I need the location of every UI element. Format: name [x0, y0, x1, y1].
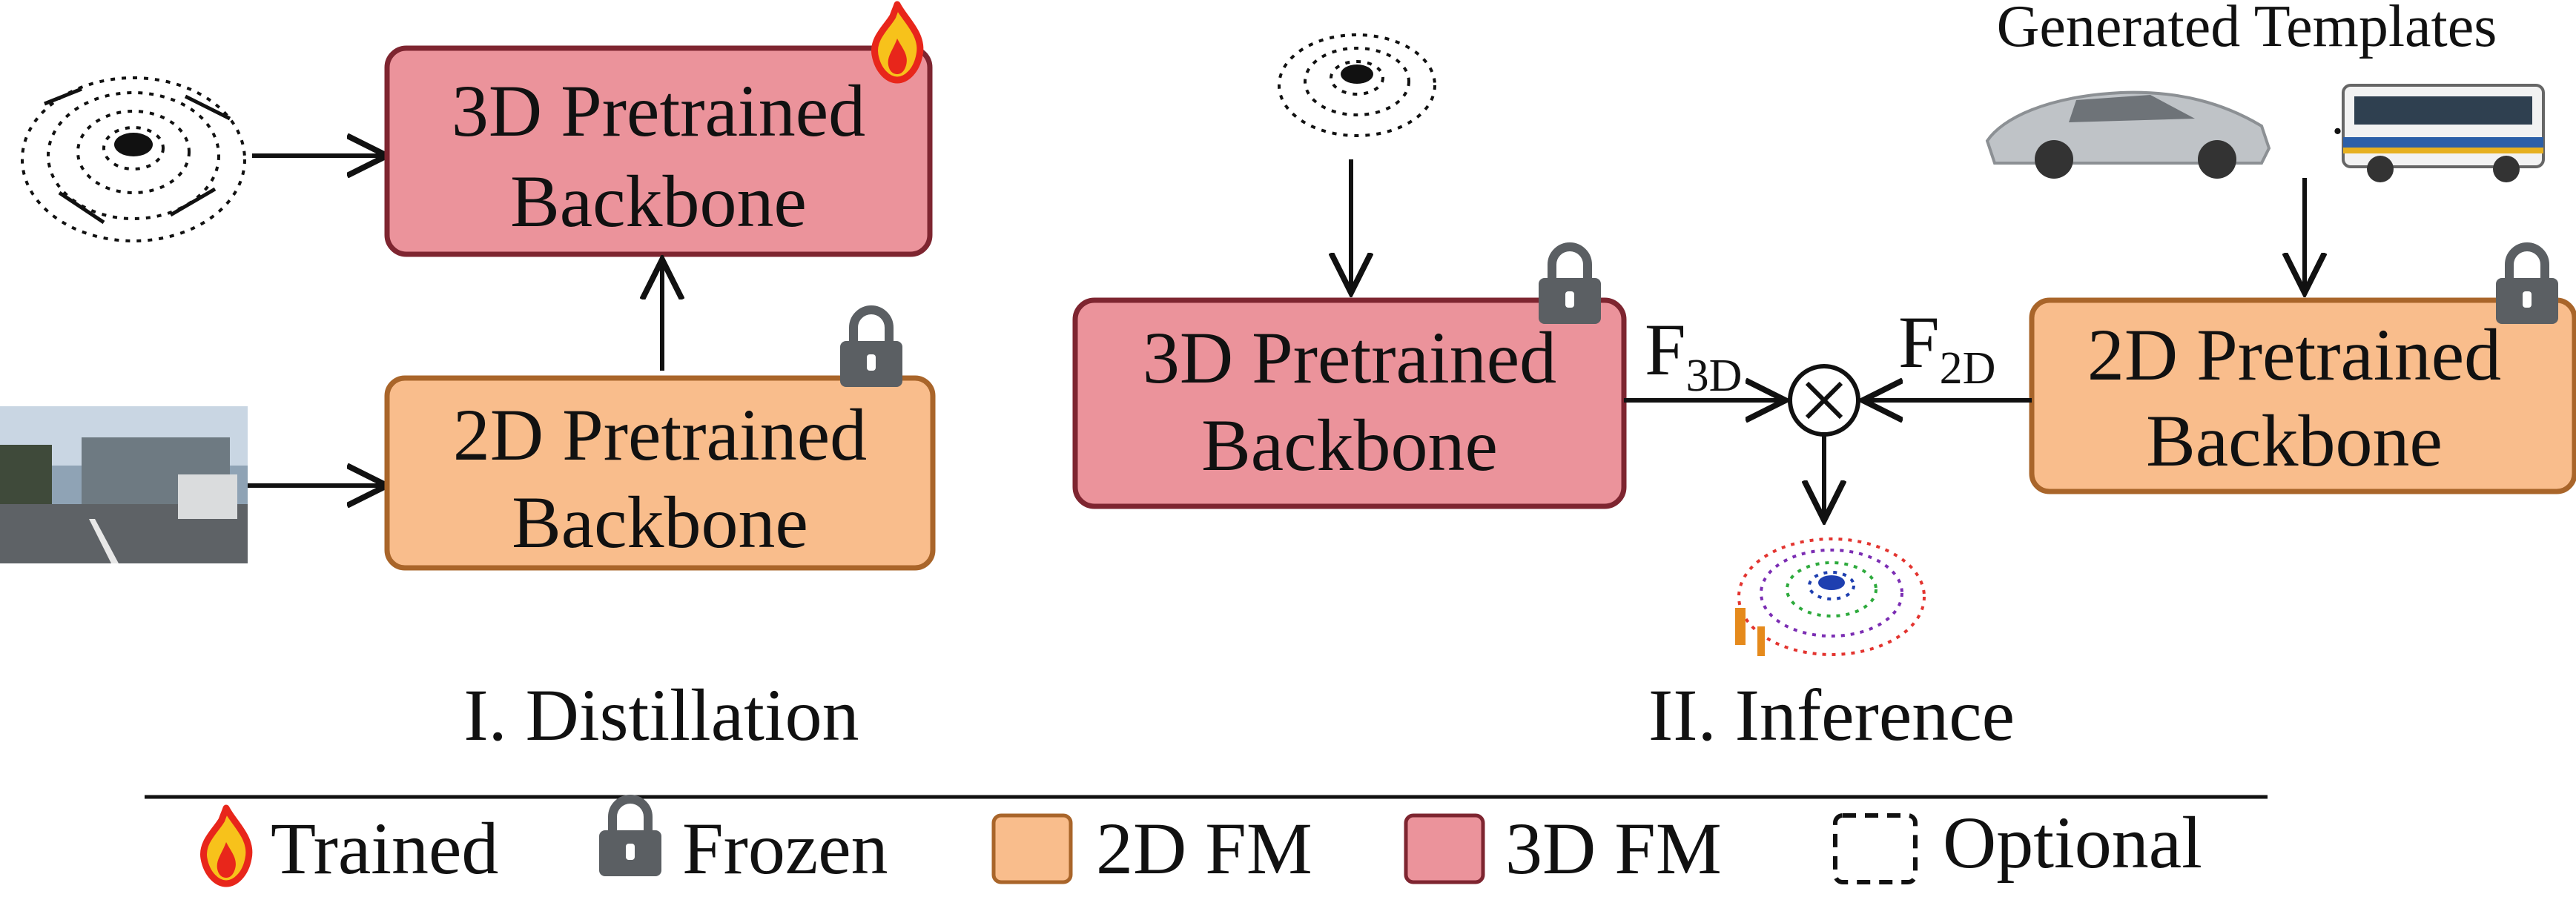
bus-template-image: [2342, 84, 2545, 182]
legend-3d-swatch: [1404, 813, 1485, 884]
distill-2d-backbone: 2D Pretrained Backbone: [384, 375, 936, 571]
distill-2d-label-line1: 2D Pretrained: [453, 394, 867, 476]
lock-icon: [2496, 247, 2558, 324]
legend-optional-swatch: [1833, 813, 1918, 884]
circled-times-icon: [1788, 364, 1860, 437]
distill-3d-label-line1: 3D Pretrained: [452, 70, 865, 152]
inference-2d-backbone: 2D Pretrained Backbone: [2029, 297, 2576, 494]
feature-2d-label: F2D: [1898, 301, 1995, 394]
distill-2d-label-line2: Backbone: [512, 481, 808, 563]
flame-icon: [203, 808, 248, 884]
distill-3d-label-line2: Backbone: [510, 160, 807, 242]
distillation-caption: I. Distillation: [463, 674, 859, 756]
inference-3d-backbone: 3D Pretrained Backbone: [1072, 297, 1627, 509]
legend-trained: Trained: [271, 807, 498, 890]
inference-2d-label-line1: 2D Pretrained: [2087, 314, 2501, 396]
lidar-scan-thumbnail: [21, 67, 252, 252]
templates-label: Generated Templates: [1997, 0, 2497, 59]
segmented-pointcloud-output: [1728, 530, 1928, 660]
lock-icon: [840, 310, 902, 387]
inference-caption: II. Inference: [1648, 674, 2015, 756]
car-template-image: [1985, 90, 2271, 179]
legend-2d-swatch: [991, 813, 1073, 884]
feature-3d-label: F3D: [1645, 308, 1742, 401]
lock-icon: [1539, 247, 1601, 324]
inference-3d-label-line1: 3D Pretrained: [1143, 317, 1556, 399]
legend-2d-fm: 2D FM: [1096, 807, 1312, 890]
lock-icon: [599, 799, 661, 876]
inference-3d-label-line2: Backbone: [1201, 404, 1498, 486]
inference-2d-label-line2: Backbone: [2146, 400, 2443, 482]
legend-3d-fm: 3D FM: [1505, 807, 1722, 890]
legend-optional: Optional: [1943, 801, 2202, 884]
legend-frozen: Frozen: [682, 807, 888, 890]
flame-icon: [874, 4, 919, 80]
camera-image-thumbnail: [0, 406, 248, 563]
inference-lidar-thumbnail: [1246, 22, 1453, 156]
distill-3d-backbone: 3D Pretrained Backbone: [384, 45, 933, 257]
